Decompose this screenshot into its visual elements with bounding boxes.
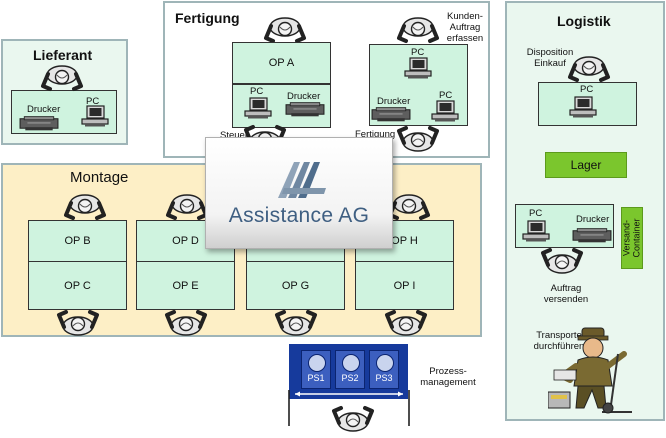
ps-step-label: PS2 xyxy=(341,373,359,383)
steuer-cut-label: Steuer xyxy=(220,130,248,141)
worker-icon xyxy=(566,53,612,83)
zone-lieferant-title: Lieferant xyxy=(33,47,93,63)
lager-box: Lager xyxy=(545,152,627,178)
worker-icon xyxy=(55,309,101,339)
kunden-pc2-label: PC xyxy=(439,90,453,101)
ps-step-label: PS1 xyxy=(307,373,325,383)
zone-montage-title: Montage xyxy=(70,169,129,186)
worker-icon xyxy=(262,14,308,44)
worker-icon xyxy=(163,309,209,339)
printer-icon xyxy=(19,115,59,133)
pc-icon xyxy=(80,105,110,127)
fertigung-pc-label: PC xyxy=(250,86,264,97)
pc-icon xyxy=(430,100,460,122)
disposition-pc-label: PC xyxy=(580,84,594,95)
fertigung-drucker-label: Drucker xyxy=(287,91,321,102)
worker-icon xyxy=(539,247,585,277)
pc-icon xyxy=(403,57,433,79)
op-a: OP A xyxy=(232,42,331,84)
kunden-auftrag-label: Kunden- Auftrag erfassen xyxy=(446,11,484,44)
op-i: OP I xyxy=(355,261,454,310)
transporte-label: Transporte durchführen xyxy=(533,330,585,352)
worker-icon xyxy=(273,309,319,339)
disposition-label: Disposition Einkauf xyxy=(526,47,574,69)
ps-step-ps1: PS1 xyxy=(301,350,331,389)
worker-icon xyxy=(383,309,429,339)
logo-text: Assistance AG xyxy=(228,204,370,227)
lieferant-drucker-label: Drucker xyxy=(27,104,61,115)
versand-container: Versand- Container xyxy=(621,207,643,269)
prozess-label: Prozess- management xyxy=(420,366,476,388)
ps-step-ps3: PS3 xyxy=(369,350,399,389)
worker-icon xyxy=(395,125,441,155)
op-b: OP B xyxy=(28,220,127,262)
ps-step-ps2: PS2 xyxy=(335,350,365,389)
printer-icon xyxy=(371,106,411,124)
ps-step-label: PS3 xyxy=(375,373,393,383)
transport-worker-icon xyxy=(548,327,632,414)
pc-icon xyxy=(521,220,551,242)
fertigung-cut-label: Fertigung xyxy=(355,129,396,140)
worker-icon xyxy=(395,14,441,44)
versand-drucker-label: Drucker xyxy=(576,214,610,225)
op-e: OP E xyxy=(136,261,235,310)
lieferant-pc-label: PC xyxy=(86,96,100,107)
versand-pc-label: PC xyxy=(529,208,543,219)
worker-icon xyxy=(39,62,85,92)
kunden-pc-label: PC xyxy=(411,47,425,58)
logo-card: Assistance AG xyxy=(205,137,393,249)
versand-container-label: Versand- Container xyxy=(622,218,642,258)
worker-icon xyxy=(330,405,376,435)
logo-icon xyxy=(278,162,326,198)
auftrag-versenden-label: Auftrag versenden xyxy=(543,283,589,305)
op-c: OP C xyxy=(28,261,127,310)
worker-icon xyxy=(62,191,108,221)
pc-icon xyxy=(568,96,598,118)
zone-fertigung-title: Fertigung xyxy=(175,10,240,26)
printer-icon xyxy=(285,101,325,119)
kunden-drucker-label: Drucker xyxy=(377,96,411,107)
pc-icon xyxy=(243,97,273,119)
zone-logistik-title: Logistik xyxy=(557,13,611,29)
worker-icon xyxy=(164,191,210,221)
printer-icon xyxy=(572,227,612,245)
ps-frame xyxy=(288,390,410,426)
op-g: OP G xyxy=(246,261,345,310)
